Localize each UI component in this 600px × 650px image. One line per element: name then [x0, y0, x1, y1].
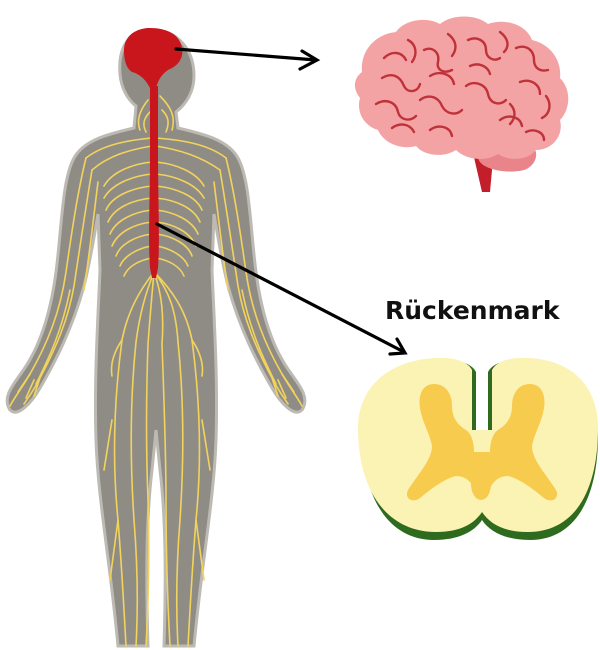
human-body	[7, 28, 305, 646]
spinal-cord-cross-section-icon	[358, 358, 598, 540]
spinal-cord-label: Rückenmark	[385, 296, 559, 325]
arrow-icon	[176, 49, 317, 69]
brain-icon	[355, 17, 568, 193]
spinal-cord	[149, 86, 159, 278]
